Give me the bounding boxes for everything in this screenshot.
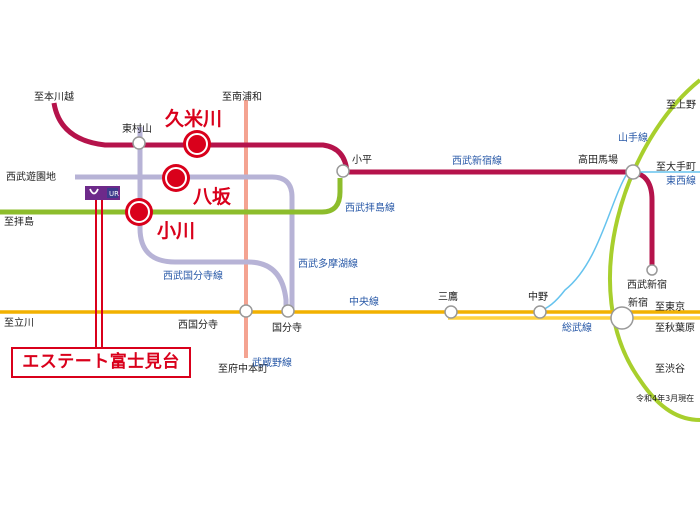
station-shinjuku-label: 新宿 <box>628 296 648 309</box>
property-pointer-line <box>95 200 103 348</box>
dest-otemachi: 至大手町 <box>656 160 696 173</box>
property-name-box: エステート富士見台 <box>11 347 191 378</box>
dest-tachikawa: 至立川 <box>4 316 34 329</box>
station-mitaka-marker <box>444 305 458 319</box>
station-higashimurayama-label: 東村山 <box>122 122 152 135</box>
as-of-note: 令和4年3月現在 <box>636 393 694 403</box>
station-takadanobaba-marker <box>625 164 641 180</box>
tozai-line <box>455 171 700 313</box>
dest-ueno: 至上野 <box>666 99 696 111</box>
dest-shibuya: 至渋谷 <box>655 362 685 375</box>
dest-hon-kawagoe: 至本川越 <box>34 90 74 103</box>
highlight-yasaka-label: 八坂 <box>193 186 232 208</box>
line-chuo-label: 中央線 <box>349 295 379 308</box>
station-takadanobaba-label: 高田馬場 <box>578 153 618 166</box>
dest-minami-urawa: 至南浦和 <box>222 90 262 103</box>
line-seibu-haijima-label: 西武拝島線 <box>345 201 395 214</box>
line-seibu-kokubunji-label: 西武国分寺線 <box>163 269 223 282</box>
seibu-haijima-line <box>0 178 343 215</box>
station-kodaira-label: 小平 <box>352 154 372 166</box>
highlight-kumegawa-inner <box>186 133 208 155</box>
line-sobu-label: 総武線 <box>562 321 592 334</box>
dest-fuchu-hommachi: 至府中本町 <box>218 362 268 375</box>
line-seibu-tamako-label: 西武多摩湖線 <box>298 257 358 270</box>
dest-akihabara: 至秋葉原 <box>655 321 695 334</box>
station-nishikokubunji-label: 西国分寺 <box>178 319 218 331</box>
dest-seibuyuenchi: 西武遊園地 <box>6 170 56 183</box>
ur-logo: UR <box>85 186 120 200</box>
highlight-ogawa-inner <box>128 201 150 223</box>
line-musashino-label: 武蔵野線 <box>252 356 292 369</box>
property-name: エステート富士見台 <box>22 352 180 372</box>
dest-haijima: 至拝島 <box>4 215 34 228</box>
line-yamanote-label: 山手線 <box>618 131 648 144</box>
seibu-shinjuku-line <box>51 102 655 268</box>
line-tozai-label: 東西線 <box>666 174 696 187</box>
line-seibu-shinjuku-label: 西武新宿線 <box>452 154 502 167</box>
station-kodaira-marker <box>336 164 350 178</box>
ur-logo-text: UR <box>109 190 119 198</box>
seibu-kokubunji-line <box>137 127 289 310</box>
highlight-yasaka-inner <box>165 167 187 189</box>
station-seibushinjuku-marker <box>646 264 658 276</box>
highlight-ogawa-label: 小川 <box>157 220 195 242</box>
station-higashimurayama-marker <box>132 136 146 150</box>
station-kokubunji-marker <box>281 304 295 318</box>
station-seibushinjuku-label: 西武新宿 <box>627 278 667 291</box>
station-kokubunji-label: 国分寺 <box>272 322 302 334</box>
station-nakano-marker <box>533 305 547 319</box>
station-mitaka-label: 三鷹 <box>438 290 458 303</box>
seibu-tamako-line <box>75 174 295 310</box>
station-nishikokubunji-marker <box>239 304 253 318</box>
dest-tokyo: 至東京 <box>655 300 685 313</box>
station-shinjuku-marker <box>610 306 634 330</box>
station-nakano-label: 中野 <box>528 290 548 303</box>
highlight-kumegawa-label: 久米川 <box>165 107 222 130</box>
